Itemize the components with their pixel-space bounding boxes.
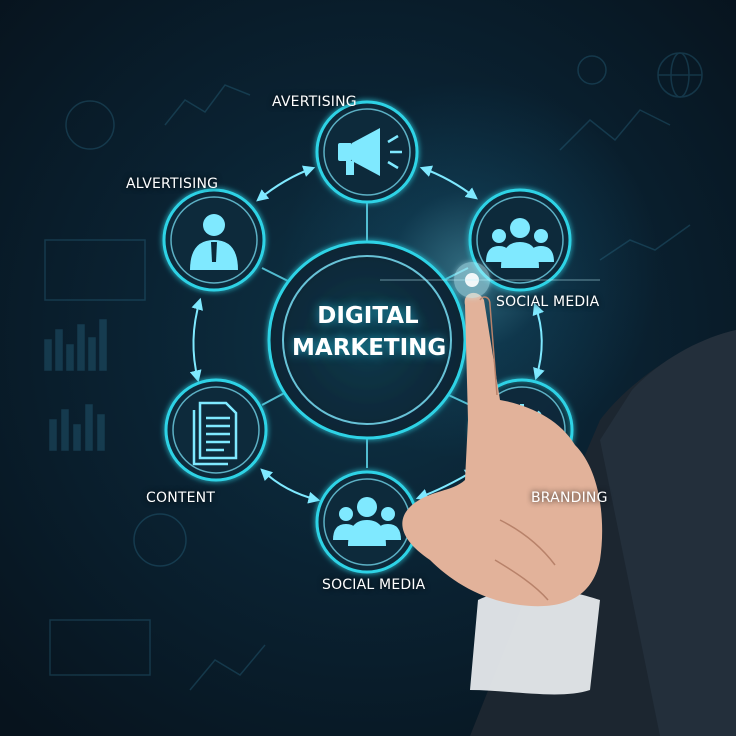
- panel-decor: [44, 239, 146, 301]
- hub-circle: [267, 240, 467, 440]
- background-decor: [44, 52, 703, 691]
- label-lower-left: CONTENT: [146, 490, 216, 506]
- shirt-cuff: [470, 588, 600, 695]
- team-icon: [486, 218, 554, 268]
- line-chart-decor-icon: [599, 224, 691, 261]
- label-lower-right: BRANDING: [531, 490, 608, 506]
- panel-decor: [49, 619, 151, 676]
- node-content[interactable]: [164, 378, 268, 482]
- businessman-icon: [190, 214, 238, 270]
- label-top: AVERTISING: [272, 94, 357, 110]
- fingertip-glow: [380, 262, 600, 298]
- label-bottom: SOCIAL MEDIA: [322, 577, 426, 593]
- hub-title-line1: DIGITAL: [317, 303, 419, 329]
- label-upper-left: ALVERTISING: [126, 176, 219, 192]
- businessman-hand: [402, 292, 736, 736]
- node-advertising-top[interactable]: [315, 100, 419, 204]
- globe-decor-icon: [657, 52, 703, 98]
- line-chart-decor-icon: [559, 109, 671, 151]
- hub-title: DIGITAL MARKETING: [292, 300, 447, 364]
- gear-decor-icon: [577, 55, 607, 85]
- hub-title-line2: MARKETING: [292, 335, 447, 361]
- bar-chart-decor-icon: [44, 319, 107, 371]
- hand: [402, 292, 603, 607]
- bar-chart-decor-icon: [49, 404, 105, 451]
- node-social-media-bottom[interactable]: [315, 470, 419, 574]
- megaphone-icon: [338, 128, 402, 176]
- group-icon: [333, 497, 401, 546]
- globe-decor-icon: [65, 100, 115, 150]
- line-chart-decor-icon: [164, 84, 251, 126]
- node-social-media-right[interactable]: [468, 188, 572, 292]
- line-chart-decor-icon: [189, 644, 266, 691]
- document-icon: [192, 401, 238, 466]
- globe-decor-icon: [133, 513, 187, 567]
- node-advertising-left[interactable]: [162, 188, 266, 292]
- label-upper-right: SOCIAL MEDIA: [496, 294, 600, 310]
